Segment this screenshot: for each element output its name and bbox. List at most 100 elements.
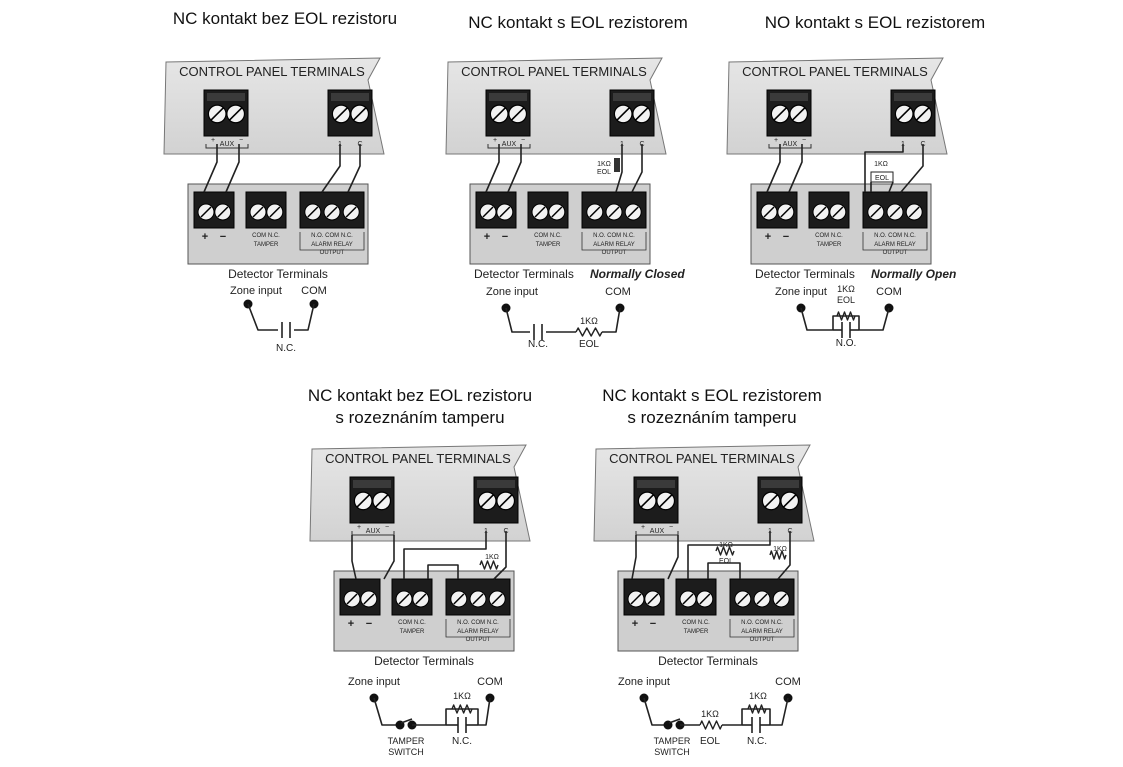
screw-slot [498,494,513,508]
detector-plus-label: + [632,618,638,630]
output-label: OUTPUT [750,637,775,643]
screw-slot [682,593,694,605]
wire-schematic-left [373,697,398,726]
diagram-4-title-line-1: NC kontakt bez EOL rezistoru [307,386,533,405]
output-label: OUTPUT [883,250,908,256]
screw-slot [453,593,465,605]
contact-label: N.C. [528,339,548,350]
terminal-block-ridge [613,93,651,101]
tamper-terminal-label: COM N.C. [534,233,562,239]
eol-top-value: 1KΩ [874,161,888,168]
wire-schematic-left [800,307,833,331]
wire-zone-c [493,531,507,580]
detector-plus-label: + [202,231,208,243]
detector-plus-label: + [765,231,771,243]
screw-slot [491,593,503,605]
relay-terminal-label: N.O. COM N.C. [311,233,353,239]
screw-slot [482,206,494,218]
wire-zone-1 [403,531,487,579]
relay-bracket [862,232,928,251]
wire-parallel-top [832,315,860,330]
detector-relay-block [862,191,928,229]
screw-slot [200,206,212,218]
diagram-1-title: NC kontakt bez EOL rezistoru [130,8,440,30]
eol-label: EOL [579,339,599,350]
detector-plus-label: + [484,231,490,243]
relay-bracket [581,232,647,251]
alarm-relay-label: ALARM RELAY [311,242,353,248]
relay-terminal-label: N.O. COM N.C. [874,233,916,239]
diagram-3-title: NO kontakt s EOL rezistorem [725,12,1025,34]
screw-slot [782,494,797,508]
aux-label: AUX [220,141,235,148]
eol-resistor-top-2 [769,550,787,560]
zone-input-label: Zone input [775,286,827,298]
diagram-5-title-line-1: NC kontakt s EOL rezistorem [602,386,822,405]
screw-slot [640,494,654,508]
zone-input-label: Zone input [486,286,538,298]
detector-tamper-block [245,191,287,229]
eol-value: 1KΩ [701,709,719,719]
screw-slot [346,593,358,605]
screw-slot [228,107,243,121]
aux-plus-label: + [774,137,778,144]
wire-schematic-right [602,307,621,333]
tamper-terminal-label: COM N.C. [815,233,843,239]
zone-terminal-block [890,89,936,137]
tamper-switch-label-2: SWITCH [388,747,424,757]
screw-slot [870,206,882,218]
wire-zone-c [631,144,643,193]
parallel-resistor-value: 1KΩ [749,691,767,701]
terminal-block-ridge [207,93,245,101]
com-label: COM [477,676,503,688]
aux-plus-label: + [493,137,497,144]
wire-schematic-right [294,303,315,331]
wire-aux-minus [667,535,679,580]
screw-slot [763,206,775,218]
detector-relay-block [299,191,365,229]
screw-slot [616,107,630,121]
detector-minus-label: − [220,231,226,243]
wire-parallel-top [741,708,771,725]
nc-contact [281,322,291,338]
detector-relay-block [581,191,647,229]
relay-bracket [729,619,795,638]
screw-slot [217,206,229,218]
alarm-relay-label: ALARM RELAY [741,629,783,635]
terminal-block-ridge [761,480,799,488]
terminal-block-ridge [353,480,391,488]
eol-resistor-body [614,158,620,172]
detector-mode-label: Normally Closed [590,267,685,281]
eol-resistor [451,704,473,714]
aux-minus-label: − [385,524,389,531]
eol-resistor [836,311,856,321]
wire-schematic-left [505,307,530,333]
aux-plus-label: + [357,524,361,531]
wire-aux-plus [485,144,500,193]
screw-slot [398,593,410,605]
eol-value: 1KΩ [837,284,855,294]
diagram-5-title: NC kontakt s EOL rezistorem s rozeznáním… [562,385,862,429]
eol-label: EOL [700,736,720,747]
relay-bracket [299,232,365,251]
detector-terminals-label: Detector Terminals [228,267,328,281]
eol-box [870,171,894,183]
eol-resistor-top [715,546,735,556]
detector-power-block [756,191,798,229]
contact-label: N.C. [747,736,767,747]
wire-aux-plus [631,535,637,580]
diagram-4-title: NC kontakt bez EOL rezistoru s rozeznání… [270,385,570,429]
eol-value: 1KΩ [580,316,598,326]
screw-slot [832,206,844,218]
wire-aux-plus [351,535,357,580]
screw-slot [510,107,525,121]
detector-tamper-block [527,191,569,229]
tamper-switch-lever [400,718,413,724]
no-contact [841,322,851,338]
wire-zone-c [900,144,924,193]
aux-minus-label: − [669,524,673,531]
